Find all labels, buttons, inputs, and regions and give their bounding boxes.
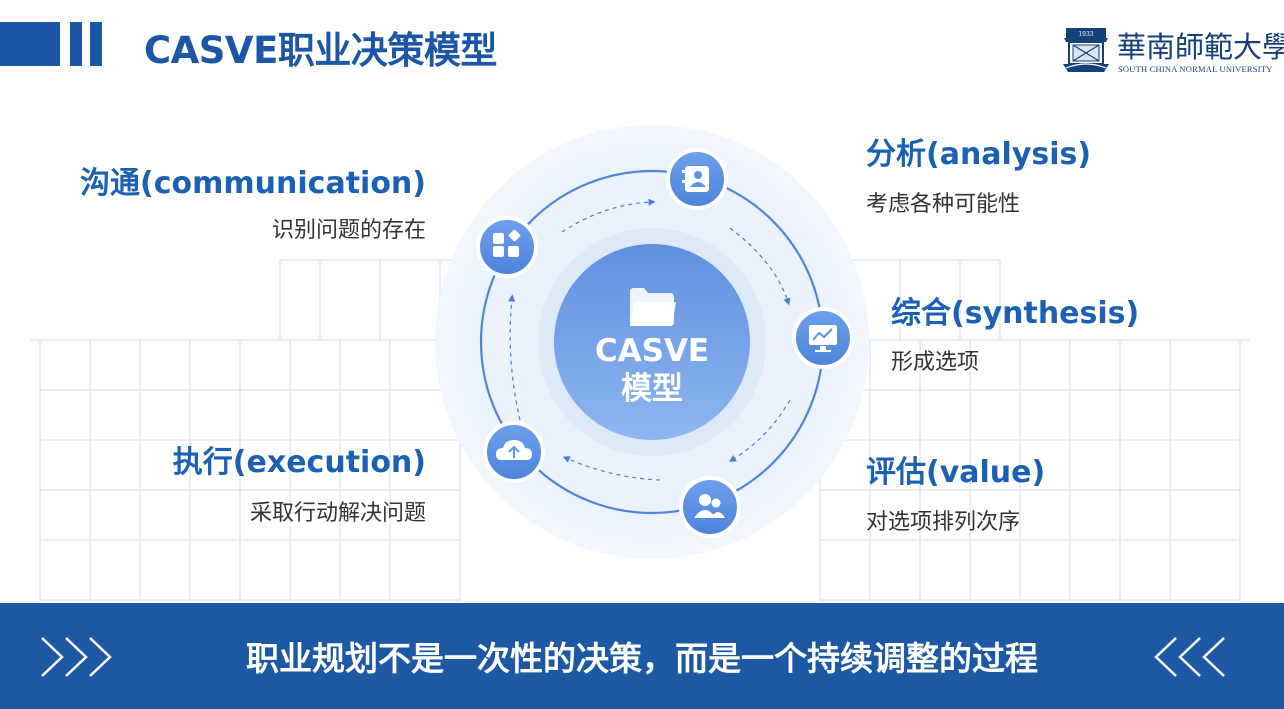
flow-arrow [728, 399, 791, 462]
stage-title-analysis: 分析(analysis) [866, 137, 1092, 172]
node-execution [483, 421, 545, 483]
chevron-right-icon [41, 637, 112, 677]
stage-title-execution: 执行(execution) [172, 445, 426, 480]
stage-desc-synthesis: 形成选项 [891, 350, 980, 375]
university-logo-english: SOUTH CHINA NORMAL UNIVERSITY [1118, 64, 1273, 74]
center-label-line2: 模型 [621, 371, 683, 407]
node-analysis [666, 148, 728, 210]
footer-message: 职业规划不是一次性的决策，而是一个持续调整的过程 [246, 639, 1038, 678]
contact-book-icon [682, 166, 709, 192]
monitor-chart-icon [809, 325, 837, 352]
stage-desc-execution: 采取行动解决问题 [249, 501, 426, 526]
stage-title-communication: 沟通(communication) [80, 166, 426, 201]
page-title: CASVE职业决策模型 [144, 29, 497, 72]
header-accent-stripe [70, 22, 82, 66]
flow-arrow [729, 227, 791, 306]
node-communication [476, 216, 538, 278]
chevron-left-icon [1154, 637, 1225, 677]
node-synthesis [792, 307, 854, 369]
center-label: CASVE 模型 [552, 332, 752, 408]
university-logo-name: 華南師範大學 [1117, 30, 1284, 64]
stage-desc-analysis: 考虑各种可能性 [866, 192, 1021, 217]
svg-text:1933: 1933 [1078, 31, 1093, 38]
stage-desc-communication: 识别问题的存在 [271, 218, 426, 243]
cloud-upload-icon [496, 440, 532, 460]
stage-title-value: 评估(value) [866, 455, 1046, 490]
flow-arrow [561, 198, 656, 233]
header-accent-bar [0, 22, 60, 66]
users-icon [694, 494, 725, 518]
center-core [554, 244, 750, 440]
header-accent-stripe [90, 22, 102, 66]
university-emblem-icon: 1933 [1063, 28, 1109, 72]
node-value [679, 476, 741, 538]
footer-banner [0, 603, 1284, 709]
grid-apps-icon [493, 229, 521, 257]
folder-icon [630, 288, 676, 326]
center-label-line1: CASVE [594, 333, 710, 369]
stage-desc-value: 对选项排列次序 [866, 510, 1021, 535]
flow-arrow [562, 456, 661, 481]
stage-title-synthesis: 综合(synthesis) [891, 296, 1140, 331]
